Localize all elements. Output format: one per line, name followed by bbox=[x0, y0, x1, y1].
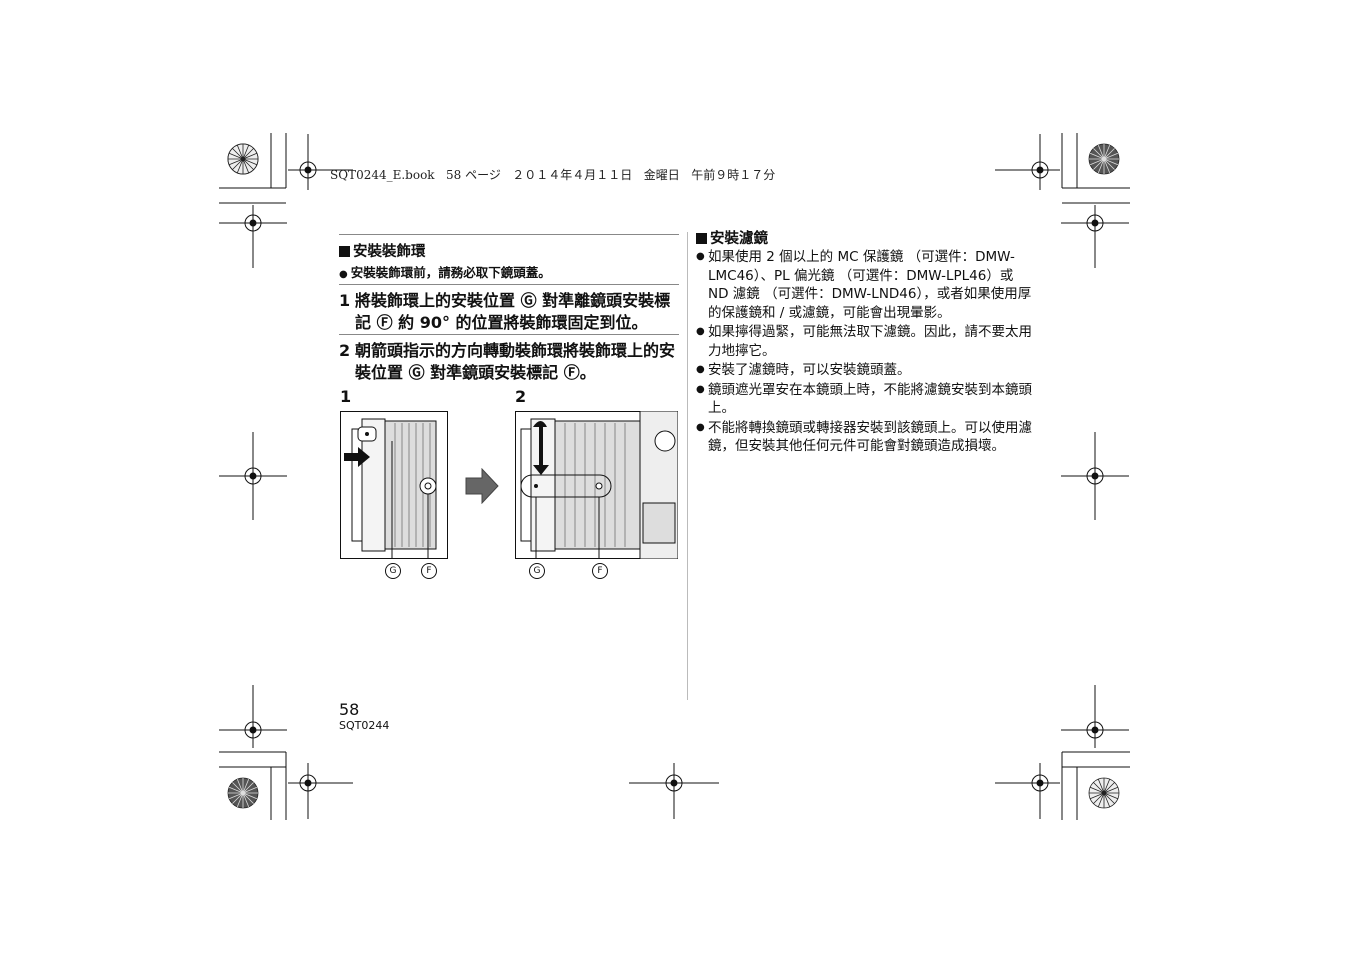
step-text: 將裝飾環上的安裝位置 Ⓖ 對準離鏡頭安裝標記 Ⓕ 約 90° 的位置將裝飾環固定… bbox=[355, 291, 671, 332]
page-number: 58 bbox=[339, 700, 360, 719]
filter-notes-list: 如果使用 2 個以上的 MC 保護鏡 （可選件：DMW-LMC46）、PL 偏光… bbox=[696, 248, 1036, 456]
callout-f-fig1: F bbox=[421, 563, 437, 579]
print-header: SQT0244_E.book 58 ページ ２０１４年４月１１日 金曜日 午前９… bbox=[330, 168, 776, 182]
figure-1-lens-illustration bbox=[340, 411, 448, 559]
list-item: 如果使用 2 個以上的 MC 保護鏡 （可選件：DMW-LMC46）、PL 偏光… bbox=[696, 248, 1036, 322]
figure-2-number: 2 bbox=[515, 387, 527, 406]
square-bullet-icon bbox=[696, 233, 707, 244]
step-1: 1 將裝飾環上的安裝位置 Ⓖ 對準離鏡頭安裝標記 Ⓕ 約 90° 的位置將裝飾環… bbox=[339, 290, 685, 334]
figure-2-lens-illustration bbox=[515, 411, 678, 559]
callout-g-fig1: G bbox=[385, 563, 401, 579]
step-rule bbox=[339, 334, 679, 335]
step-number: 1 bbox=[339, 291, 351, 310]
column-divider bbox=[687, 232, 688, 700]
document-code: SQT0244 bbox=[339, 719, 390, 732]
section-rule bbox=[339, 234, 679, 235]
list-item: 安裝了濾鏡時，可以安裝鏡頭蓋。 bbox=[696, 361, 1036, 380]
arrow-right-icon bbox=[465, 468, 499, 504]
section-title-decoration-ring: 安裝裝飾環 bbox=[339, 240, 426, 261]
list-item: 不能將轉換鏡頭或轉接器安裝到該鏡頭上。可以使用濾鏡，但安裝其他任何元件可能會對鏡… bbox=[696, 419, 1036, 456]
callout-f-fig2: F bbox=[592, 563, 608, 579]
step-number: 2 bbox=[339, 341, 351, 360]
callout-g-fig2: G bbox=[529, 563, 545, 579]
note-remove-lens-cap: ●安裝裝飾環前，請務必取下鏡頭蓋。 bbox=[339, 265, 551, 280]
list-item: 鏡頭遮光罩安在本鏡頭上時，不能將濾鏡安裝到本鏡頭上。 bbox=[696, 381, 1036, 418]
bullet-icon: ● bbox=[339, 269, 348, 280]
step-2: 2 朝箭頭指示的方向轉動裝飾環將裝飾環上的安裝位置 Ⓖ 對準鏡頭安裝標記 Ⓕ。 bbox=[339, 340, 685, 384]
step-text: 朝箭頭指示的方向轉動裝飾環將裝飾環上的安裝位置 Ⓖ 對準鏡頭安裝標記 Ⓕ。 bbox=[355, 341, 676, 382]
step-rule bbox=[339, 284, 679, 285]
square-bullet-icon bbox=[339, 246, 350, 257]
list-item: 如果擰得過緊，可能無法取下濾鏡。因此，請不要太用力地擰它。 bbox=[696, 323, 1036, 360]
figure-1-number: 1 bbox=[340, 387, 352, 406]
section-title-filter: 安裝濾鏡 bbox=[696, 227, 768, 248]
